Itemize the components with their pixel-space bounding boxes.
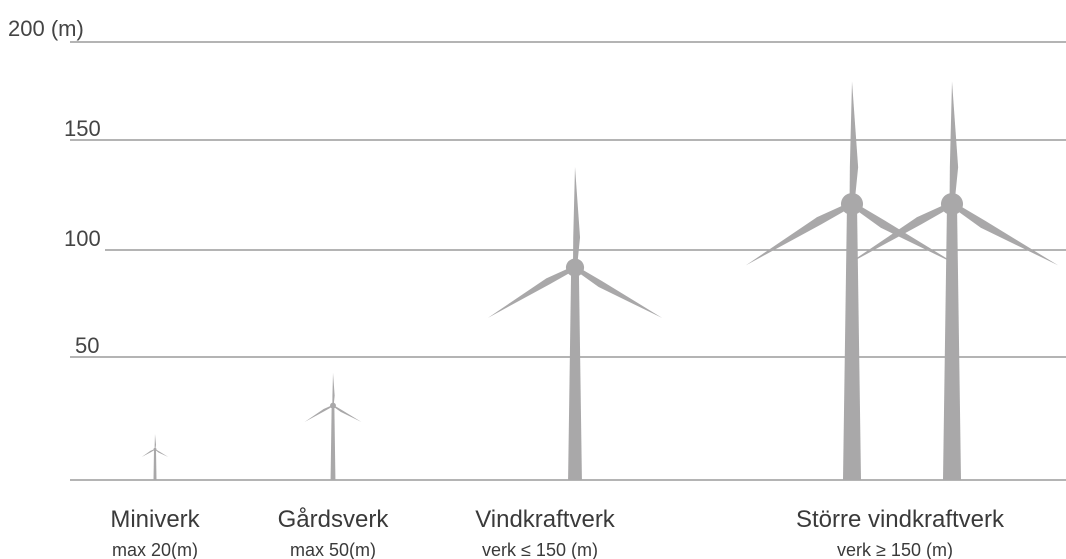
turbine-4 bbox=[745, 81, 959, 480]
turbine-4-hub bbox=[840, 193, 864, 216]
turbine-5-blade-1 bbox=[949, 81, 959, 205]
turbine-5-tower bbox=[943, 204, 961, 480]
turbine-1-blade-2 bbox=[154, 448, 169, 458]
turbine-4-tower bbox=[843, 204, 861, 480]
turbine-1-blade-1 bbox=[154, 434, 156, 450]
category-name-storre-vindkraftverk: Större vindkraftverk bbox=[796, 506, 1005, 533]
turbine-2-blade-1 bbox=[332, 372, 335, 406]
category-sub-miniverk: max 20(m) bbox=[112, 540, 198, 559]
turbine-2-tower bbox=[330, 405, 336, 480]
tick-label-100: 100 bbox=[64, 226, 101, 251]
tick-label-150: 150 bbox=[64, 116, 101, 141]
turbine-5-hub bbox=[940, 193, 964, 216]
turbine-5-blade-3 bbox=[845, 201, 954, 266]
turbines-group bbox=[141, 81, 1059, 480]
category-name-vindkraftverk: Vindkraftverk bbox=[475, 506, 616, 533]
turbine-3-blade-3 bbox=[487, 265, 577, 318]
turbine-3 bbox=[487, 166, 663, 480]
turbine-1-tower bbox=[153, 449, 157, 480]
turbine-3-blade-2 bbox=[573, 265, 663, 318]
turbine-3-hub bbox=[565, 258, 585, 277]
turbine-1-blade-3 bbox=[141, 448, 156, 458]
category-name-gardsverk: Gårdsverk bbox=[278, 506, 390, 533]
turbine-2-hub bbox=[330, 402, 336, 409]
turbine-4-blade-3 bbox=[745, 201, 854, 266]
axis-unit-label: 200 (m) bbox=[8, 16, 84, 41]
turbine-5-blade-2 bbox=[950, 201, 1059, 266]
turbine-2-blade-3 bbox=[304, 404, 334, 422]
turbine-3-tower bbox=[568, 267, 582, 480]
turbine-3-blade-1 bbox=[572, 166, 581, 268]
turbine-2 bbox=[304, 372, 362, 480]
turbine-1 bbox=[141, 434, 169, 480]
category-sub-gardsverk: max 50(m) bbox=[290, 540, 376, 559]
turbine-2-blade-2 bbox=[332, 404, 362, 422]
tick-label-50: 50 bbox=[75, 333, 99, 358]
category-name-miniverk: Miniverk bbox=[110, 506, 200, 533]
turbine-5 bbox=[845, 81, 1059, 480]
turbine-1-hub bbox=[153, 447, 157, 451]
category-sub-storre-vindkraftverk: verk ≥ 150 (m) bbox=[837, 540, 953, 559]
category-sub-vindkraftverk: verk ≤ 150 (m) bbox=[482, 540, 598, 559]
turbine-4-blade-1 bbox=[849, 81, 859, 205]
turbine-4-blade-2 bbox=[850, 201, 959, 266]
